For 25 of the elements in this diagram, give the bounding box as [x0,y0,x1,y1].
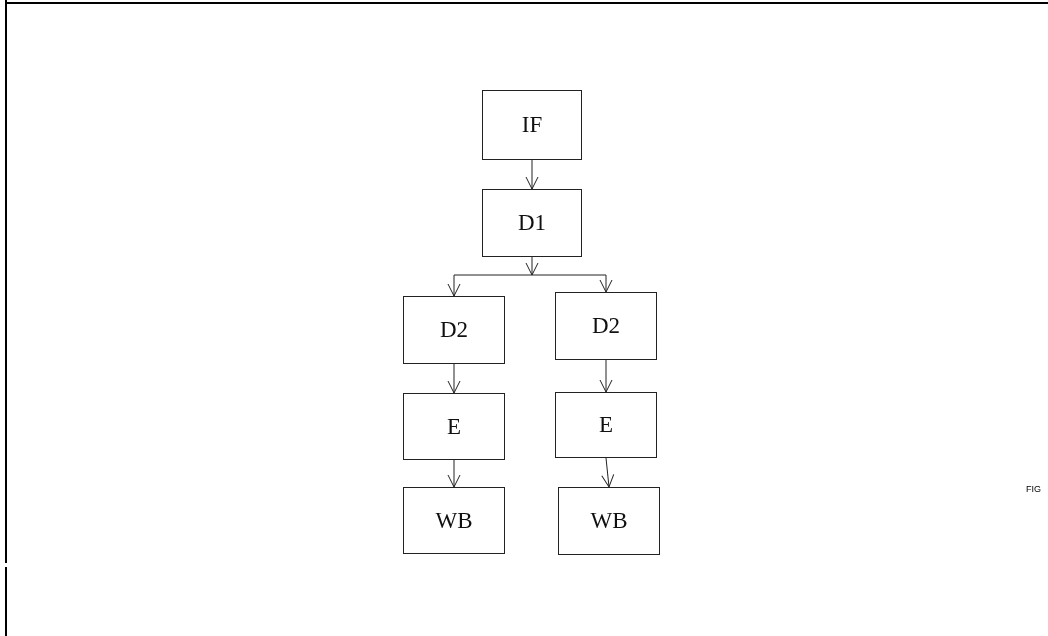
box-label: E [598,412,614,438]
arrow [447,274,533,297]
figure-label: FIG [1026,484,1041,494]
process-box [403,296,505,364]
arrow [525,256,539,276]
process-box [403,393,505,460]
box-label: D1 [517,210,547,236]
process-box [555,292,657,360]
arrow [601,457,615,488]
arrow [531,274,613,293]
process-box [403,487,505,554]
process-box [558,487,660,555]
process-box [482,90,582,160]
box-label: WB [435,507,473,534]
arrow [525,159,539,190]
arrow [447,363,461,394]
box-label: WB [590,508,628,534]
process-box [555,392,657,458]
arrow [599,359,613,393]
process-box [482,189,582,257]
arrow [447,459,461,488]
box-label: E [446,413,462,440]
box-label: D2 [439,317,469,343]
box-label: D2 [591,313,621,339]
box-label: IF [521,112,543,138]
